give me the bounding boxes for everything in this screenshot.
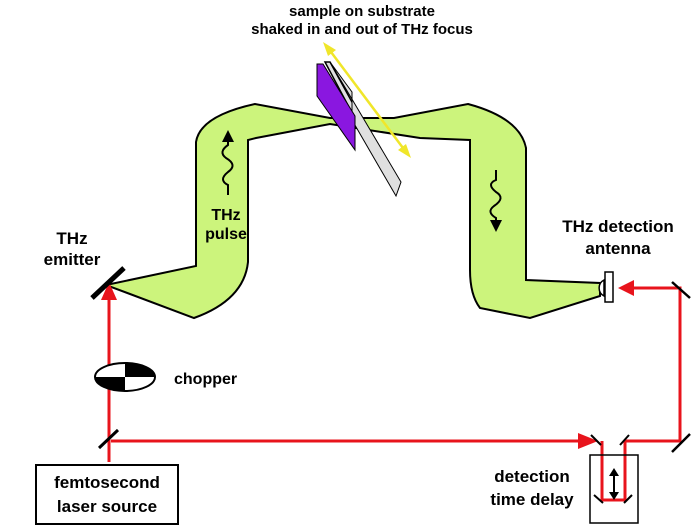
laser-arrow-right [578, 433, 598, 449]
delay-mirror-2 [619, 434, 630, 446]
delay-mirror-3 [593, 494, 604, 504]
chopper-label: chopper [174, 371, 237, 388]
laser-source-box [35, 464, 179, 525]
delay-mirror-1 [590, 434, 602, 446]
pulse-label-line2: pulse [205, 226, 247, 243]
delay-label-line1: detection [494, 467, 570, 486]
delay-label-line2: time delay [490, 490, 574, 509]
delay-stage-arrow-icon [609, 468, 619, 500]
motion-double-arrow [323, 42, 411, 158]
detector-label-line1: THz detection [562, 217, 673, 236]
detector-label-line2: antenna [585, 239, 651, 258]
delay-stage-box [589, 454, 639, 524]
mirror-right-top [671, 281, 691, 299]
thz-pulse-down-icon [489, 170, 502, 232]
substrate-face [329, 61, 402, 198]
mirror-right-bottom [671, 433, 691, 453]
emitter-mirror [90, 266, 126, 300]
detection-antenna-icon [598, 271, 614, 303]
pulse-label-line1: THz [211, 207, 240, 224]
emitter-label-line2: emitter [44, 250, 101, 269]
sample-label-line2: shaked in and out of THz focus [251, 21, 473, 38]
laser-beam [107, 286, 682, 502]
laser-arrow-up [101, 282, 117, 300]
laser-label-line1: femtosecond [54, 473, 160, 492]
delay-mirror-4 [623, 494, 633, 504]
thz-pulse-up-icon [221, 130, 234, 195]
laser-label-line2: laser source [57, 497, 157, 516]
sample-label-line1: sample on substrate [289, 3, 435, 20]
laser-arrow-left [618, 280, 634, 296]
chopper-icon [94, 362, 156, 392]
thz-beam [102, 102, 601, 320]
sample [316, 63, 356, 152]
emitter-label-line1: THz [56, 229, 87, 248]
beamsplitter-mirror [97, 428, 120, 450]
